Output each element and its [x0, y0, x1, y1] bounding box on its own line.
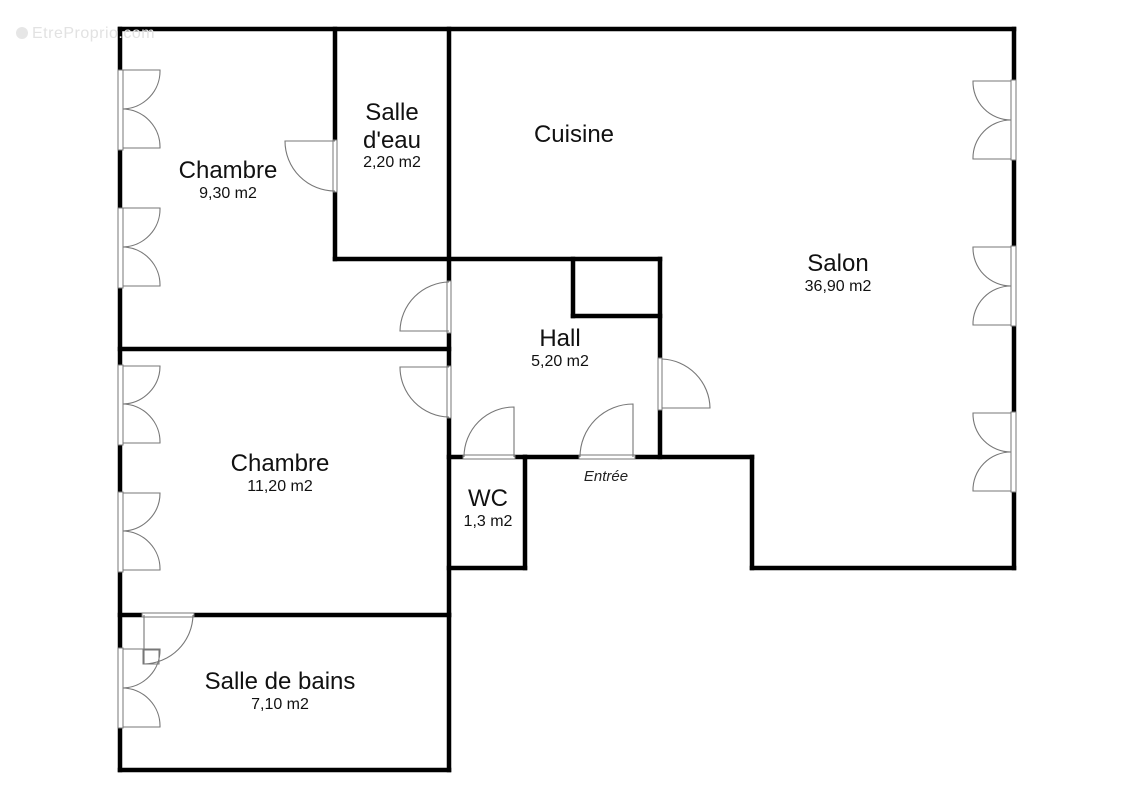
- room-name-line1: Salle: [365, 99, 419, 126]
- entrance-label: Entrée: [583, 468, 629, 485]
- windows: [117, 69, 1017, 729]
- room-name: Cuisine: [533, 121, 615, 148]
- copyright-icon: [16, 27, 28, 39]
- room-name: Salle de bains: [204, 668, 356, 695]
- room-name: WC: [468, 485, 508, 512]
- room-area: 7,10 m2: [251, 695, 309, 713]
- room-salle-eau: Salle d'eau 2,20 m2: [363, 99, 421, 173]
- room-wc: WC 1,3 m2: [464, 485, 513, 531]
- room-chambre-1: Chambre 9,30 m2: [179, 157, 278, 203]
- room-area: 5,20 m2: [531, 352, 589, 370]
- room-cuisine: Cuisine: [534, 121, 614, 149]
- room-area: 1,3 m2: [463, 512, 513, 530]
- doors: [141, 139, 711, 665]
- room-name: Salon: [807, 250, 869, 277]
- room-chambre-2: Chambre 11,20 m2: [231, 450, 330, 496]
- room-hall: Hall 5,20 m2: [531, 325, 589, 371]
- room-area: 36,90 m2: [804, 277, 872, 295]
- room-area: 9,30 m2: [199, 184, 257, 202]
- room-name: Chambre: [230, 450, 330, 477]
- room-salon: Salon 36,90 m2: [805, 250, 872, 296]
- room-area: 2,20 m2: [363, 154, 421, 172]
- room-name-line2: d'eau: [363, 126, 421, 154]
- room-area: 11,20 m2: [247, 477, 313, 495]
- room-name: Chambre: [178, 157, 278, 184]
- room-salle-de-bains: Salle de bains 7,10 m2: [205, 668, 356, 714]
- watermark: EtreProprio.com: [16, 25, 155, 43]
- room-name: Hall: [539, 325, 581, 352]
